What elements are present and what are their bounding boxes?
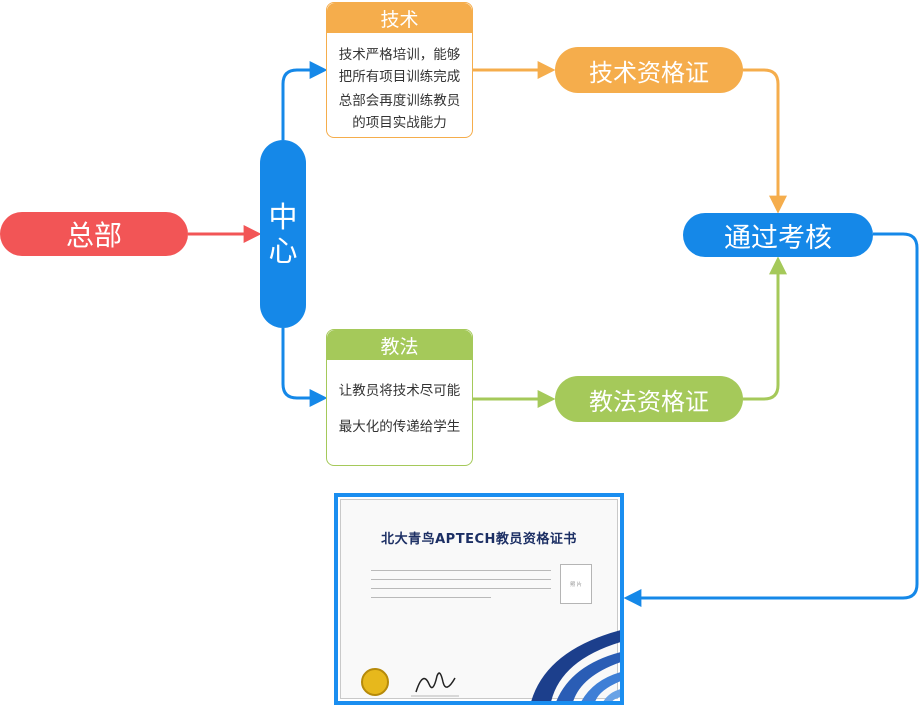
teaching-certificate-label: 教法资格证 xyxy=(589,387,709,416)
certificate-swoosh-decoration xyxy=(531,630,620,701)
certificate-title: 北大青鸟APTECH教员资格证书 xyxy=(381,532,577,547)
teaching-method-card: 教法 让教员将技术尽可能 最大化的传递给学生 xyxy=(326,329,473,466)
technology-card-line: 总部会再度训练教员 xyxy=(338,93,461,109)
technology-certificate-label: 技术资格证 xyxy=(589,58,709,87)
teaching-method-card-line: 让教员将技术尽可能 xyxy=(338,383,461,399)
headquarters-node: 总部 xyxy=(0,212,188,256)
center-node: 中 心 xyxy=(260,140,306,328)
teacher-certificate-image: 北大青鸟APTECH教员资格证书 照 片 xyxy=(334,493,624,705)
arrow-pass-to-certificate xyxy=(623,232,919,607)
pass-assessment-label: 通过考核 xyxy=(724,222,832,254)
arrow-center-to-technology xyxy=(281,61,328,140)
arrow-tech-cert-to-pass xyxy=(743,68,787,214)
technology-card-line: 技术严格培训，能够 xyxy=(338,47,461,63)
teaching-method-card-title: 教法 xyxy=(327,330,472,360)
teaching-method-card-body: 让教员将技术尽可能 最大化的传递给学生 xyxy=(327,360,472,438)
center-label-char-2: 心 xyxy=(268,234,298,268)
certificate-photo-box: 照 片 xyxy=(560,564,592,604)
certificate-text-line xyxy=(371,579,551,580)
certificate-signature xyxy=(411,672,459,697)
technology-card-line: 的项目实战能力 xyxy=(352,115,447,131)
arrow-center-to-teaching-method xyxy=(281,328,328,407)
headquarters-label: 总部 xyxy=(65,219,122,252)
technology-certificate-node: 技术资格证 xyxy=(555,47,743,93)
technology-card: 技术 技术严格培训，能够 把所有项目训练完成 总部会再度训练教员 的项目实战能力 xyxy=(326,2,473,138)
certificate-photo-label: 照 片 xyxy=(570,581,582,588)
arrow-teach-cert-to-pass xyxy=(743,256,787,401)
technology-card-line: 把所有项目训练完成 xyxy=(338,69,461,85)
center-label-char-1: 中 xyxy=(268,200,298,234)
certificate-paper: 北大青鸟APTECH教员资格证书 照 片 xyxy=(340,499,620,701)
teaching-method-card-line: 最大化的传递给学生 xyxy=(338,419,461,435)
technology-card-title: 技术 xyxy=(327,3,472,33)
pass-assessment-node: 通过考核 xyxy=(683,213,873,257)
certificate-text-line xyxy=(371,597,491,598)
certificate-text-line xyxy=(371,588,551,589)
teaching-certificate-node: 教法资格证 xyxy=(555,376,743,422)
technology-card-body: 技术严格培训，能够 把所有项目训练完成 总部会再度训练教员 的项目实战能力 xyxy=(327,33,472,134)
certificate-seal xyxy=(361,668,389,696)
certificate-text-line xyxy=(371,570,551,571)
